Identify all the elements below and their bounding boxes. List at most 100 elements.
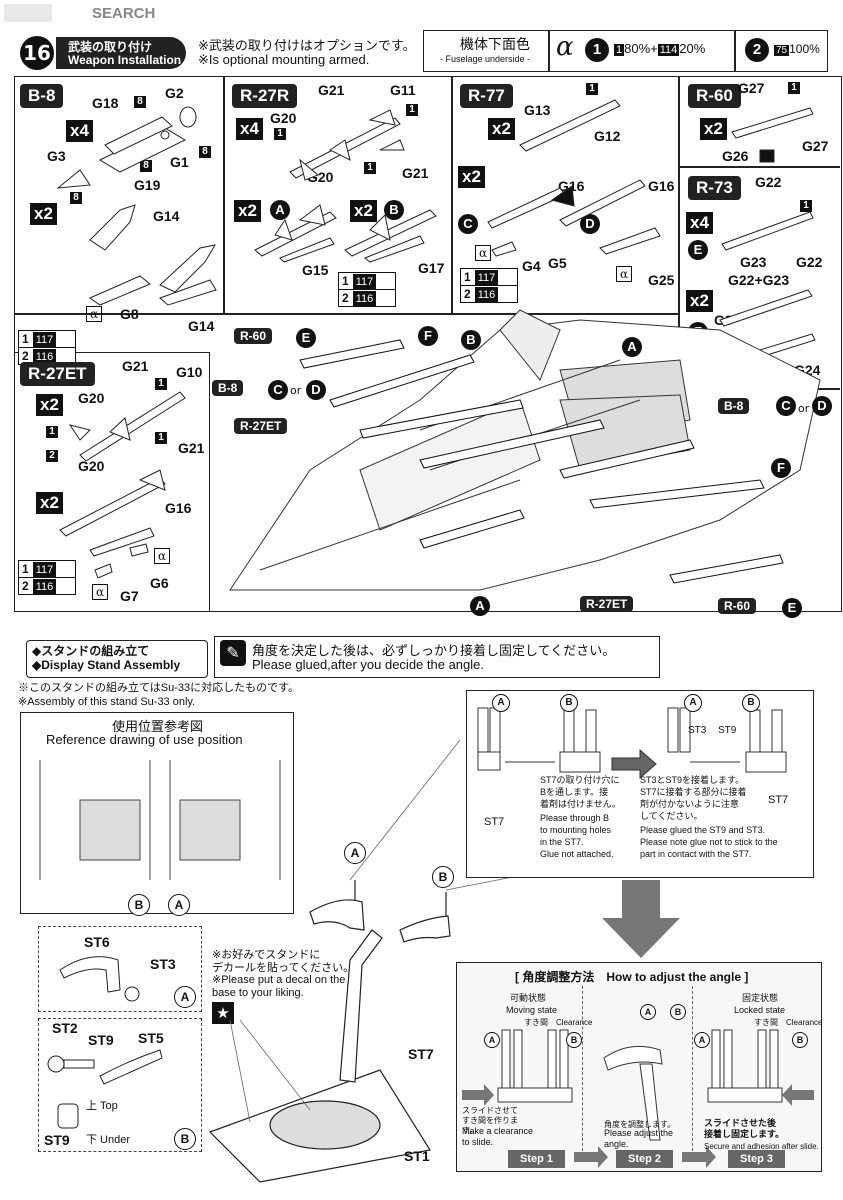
st7-note-en: Please through B to mounting holes in th…	[540, 813, 614, 859]
detail-st9-label: ST9	[718, 725, 737, 736]
b8-part-g14b: G14	[188, 318, 215, 334]
paint-circle-2: 2	[745, 38, 769, 62]
b8-part-g1: G1	[170, 154, 189, 170]
callout-r27et-bottom: R-27ET	[580, 596, 634, 612]
r60-title: R-60	[688, 84, 741, 108]
r73-missile-drawing	[719, 211, 816, 357]
assembly-detail-drawing	[477, 707, 787, 780]
st2-label: ST2	[52, 1020, 78, 1036]
aircraft-mark-e-top: E	[296, 328, 316, 348]
r27et-missile-drawing	[59, 391, 186, 579]
r27r-part-g11: G11	[390, 82, 416, 98]
r77-mark-d: D	[580, 214, 600, 234]
paint-divider-2	[734, 30, 736, 72]
r77-part-g16b: G16	[648, 178, 675, 194]
part-b-mark: B	[174, 1128, 196, 1150]
b8-title: B-8	[20, 84, 64, 108]
r73-num-1: 1	[800, 200, 812, 212]
aircraft-mark-c-left: C	[268, 380, 288, 400]
r77-alpha-1: α	[475, 245, 492, 261]
st3-label-a: ST3	[150, 956, 176, 972]
r27et-num-1a: 1	[155, 378, 167, 390]
part-a-mark: A	[174, 986, 196, 1008]
r77-num-1: 1	[586, 83, 598, 95]
step-2-label: Step 2	[616, 1150, 674, 1168]
step-3-label: Step 3	[728, 1150, 786, 1168]
callout-or-right: or	[798, 402, 810, 415]
r27et-part-g7: G7	[120, 588, 139, 604]
paint-title-ja: 機体下面色	[460, 37, 530, 53]
aircraft-mark-f-right: F	[771, 458, 791, 478]
decal-note-ja: ※お好みでスタンドに デカールを貼ってください。	[212, 948, 355, 974]
step2-note-en: Please adjust the angle.	[604, 1128, 674, 1149]
step-1-label: Step 1	[508, 1150, 566, 1168]
detail-st3-label: ST3	[688, 725, 707, 736]
moving-state-en: Moving state	[506, 1005, 558, 1015]
r27et-alpha-1: α	[154, 548, 171, 564]
r60-part-g27b: G27	[802, 138, 829, 154]
st1-label: ST1	[404, 1148, 430, 1164]
r27et-box-border	[14, 352, 210, 611]
r27r-part-g17: G17	[418, 260, 445, 276]
r27r-part-g21b: G21	[402, 165, 429, 181]
glue-warning-box	[214, 636, 660, 678]
divider-b8-r27r	[223, 76, 225, 313]
decal-star-icon: ★	[212, 1002, 234, 1024]
r27r-part-g20a: G20	[270, 110, 297, 126]
r77-qty-x2a: x2	[488, 118, 515, 140]
r77-part-g12: G12	[594, 128, 621, 144]
r77-alpha-2: α	[616, 266, 633, 282]
divider-r27r-r77	[451, 76, 453, 313]
detail-mark-b1: B	[560, 694, 578, 712]
r27r-mark-a: A	[270, 200, 290, 220]
b8-part-g3: G3	[47, 148, 66, 164]
r27et-part-g6: G6	[150, 575, 169, 591]
b8-pod-drawing	[56, 106, 217, 306]
locked-state-ja: 固定状態	[742, 993, 779, 1003]
r27r-paint-k2: 116	[352, 291, 377, 307]
r77-title: R-77	[460, 84, 513, 108]
step-number-badge: 16	[20, 36, 54, 70]
r73-part-g22g23: G22+G23	[728, 272, 790, 288]
angle-title: [ 角度調整方法 How to adjust the angle ]	[515, 970, 749, 984]
r60-missile-drawing	[731, 107, 814, 163]
detail-st7-label-1: ST7	[484, 816, 505, 828]
glue-icon: ✎	[220, 640, 246, 666]
paint-divider	[548, 30, 550, 72]
st3-note-en: Please glued the ST9 and ST3. Please not…	[640, 825, 778, 859]
stand-mark-a: A	[344, 842, 366, 864]
st5-label: ST5	[138, 1030, 164, 1046]
r73-part-g22a: G22	[755, 174, 782, 190]
paint-plus: +	[650, 41, 658, 56]
paint-pct-2: 100%	[789, 42, 820, 56]
paint-code-1b: 114	[657, 44, 680, 56]
step2-note-ja: 角度を調整します。	[604, 1120, 676, 1129]
st6-label: ST6	[84, 934, 110, 950]
aircraft-mark-a-top: A	[622, 337, 642, 357]
divider-r77-r60	[678, 76, 680, 388]
b8-part-g18: G18	[92, 95, 119, 111]
locked-state-en: Locked state	[734, 1005, 786, 1015]
down-arrow-icon	[602, 880, 680, 958]
r77-part-g13: G13	[524, 102, 551, 118]
stand-note-1: ※このスタンドの組み立てはSu-33に対応したものです。	[18, 682, 300, 694]
r27et-part-g21b: G21	[178, 440, 205, 456]
r27r-paint-c1: 1	[342, 274, 349, 288]
r77-paint-k1: 117	[474, 270, 499, 286]
r27r-qty-x2b: x2	[350, 200, 377, 222]
angle-mark-a3: A	[694, 1032, 710, 1048]
angle-mark-b1: B	[566, 1032, 582, 1048]
r27r-part-g21a: G21	[318, 82, 345, 98]
b8-qty-x4: x4	[66, 120, 93, 142]
step1-note-ja: スライドさせて すき間を作ります。	[462, 1106, 518, 1135]
decal-note-en: ※Please put a decal on the base to your …	[212, 974, 346, 999]
